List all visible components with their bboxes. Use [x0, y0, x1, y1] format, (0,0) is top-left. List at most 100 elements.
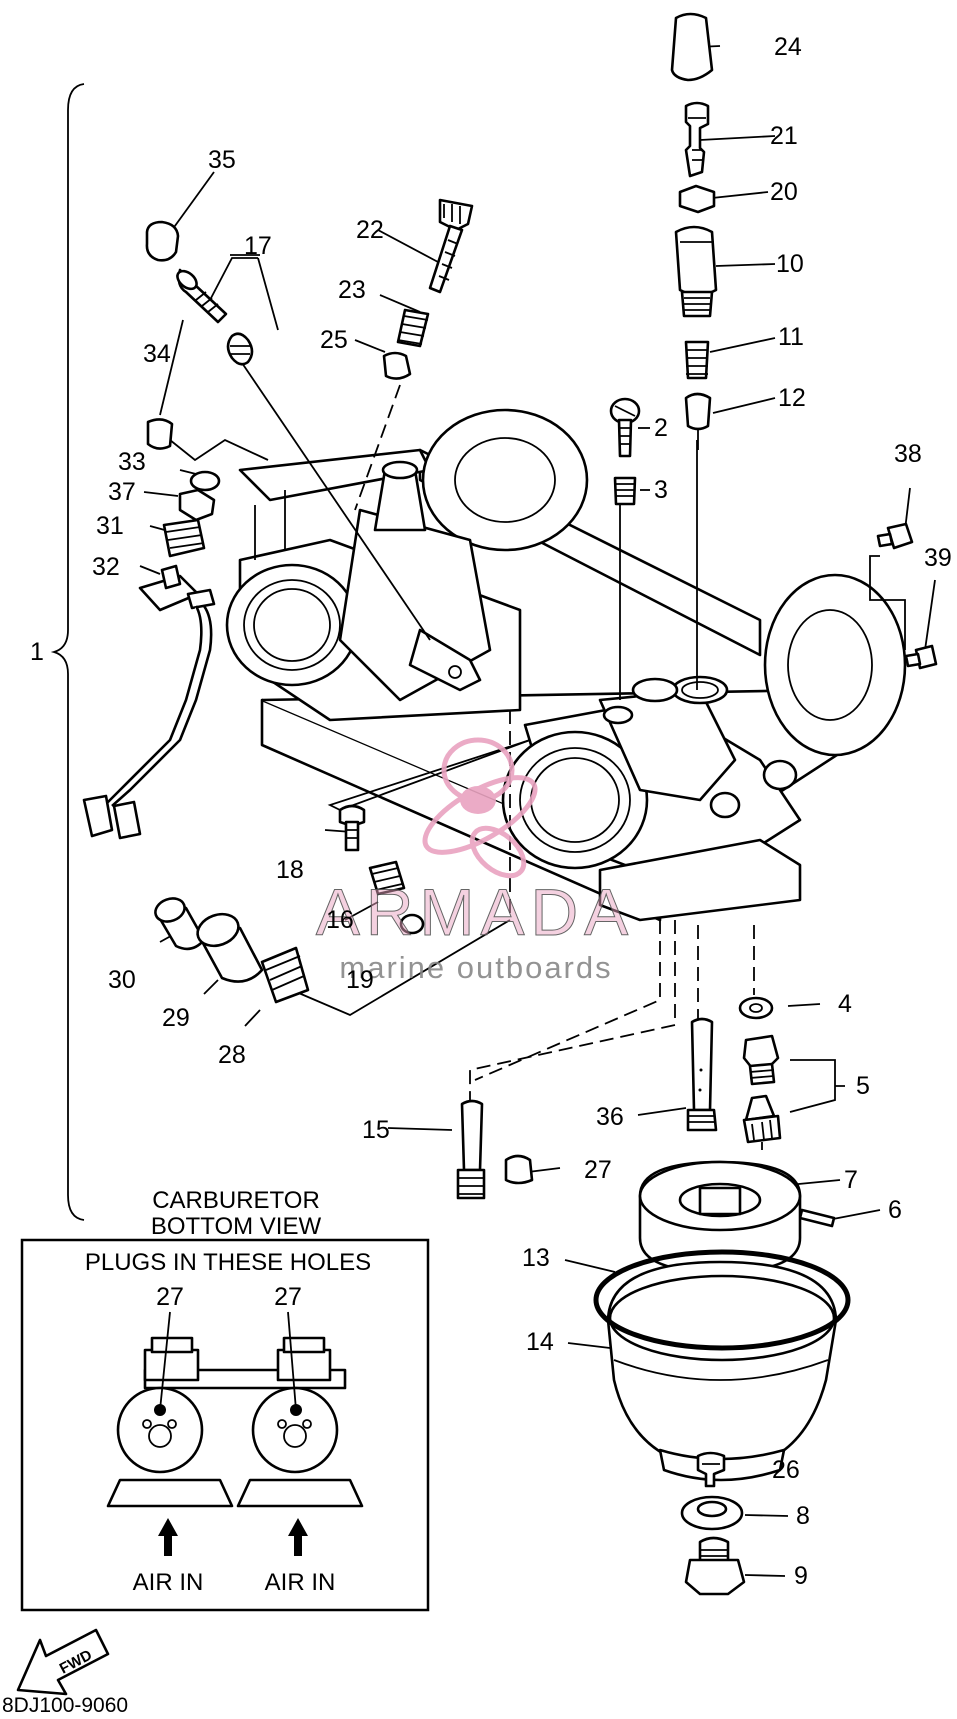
part-26-screw	[696, 1451, 726, 1488]
part-38-screw	[876, 522, 914, 550]
inset-arrow-right	[288, 1518, 308, 1556]
callout-39: 39	[924, 544, 952, 572]
part-37-nut	[178, 488, 216, 522]
part-35-cap	[145, 220, 180, 262]
callout-19: 19	[346, 966, 374, 994]
inset-carb-left	[106, 1311, 234, 1508]
callout-11: 11	[778, 323, 804, 351]
callout-22: 22	[356, 216, 384, 244]
inset-air-in-left: AIR IN	[133, 1569, 204, 1596]
inset-arrow-left	[158, 1518, 178, 1556]
watermark-brand: ARMADA	[316, 875, 634, 949]
inset-plug-label-left: 27	[156, 1283, 184, 1311]
callout-36: 36	[596, 1103, 624, 1131]
armada-watermark: ARMADA marine outboards	[315, 737, 634, 985]
callout-37: 37	[108, 478, 136, 506]
callout-8: 8	[796, 1502, 810, 1530]
callout-14: 14	[526, 1328, 554, 1356]
part-33-oring	[189, 470, 221, 492]
part-25-plug	[382, 351, 412, 380]
callout-6: 6	[888, 1196, 902, 1224]
part-12-needle	[684, 392, 712, 450]
callout-3: 3	[654, 476, 668, 504]
part-17-screw-spring	[176, 268, 254, 366]
inset-header: PLUGS IN THESE HOLES	[85, 1249, 371, 1276]
fwd-arrow-icon: FWD	[16, 1628, 110, 1696]
callout-38: 38	[894, 440, 922, 468]
callout-17: 17	[244, 232, 272, 260]
part-27-plug	[504, 1154, 534, 1185]
callout-35: 35	[208, 146, 236, 174]
part-28-spring	[260, 946, 310, 1004]
inset-title-line1: CARBURETOR	[152, 1187, 320, 1214]
part-31-spring	[162, 518, 206, 558]
callout-2: 2	[654, 414, 668, 442]
part-5-needle-seat	[742, 1034, 782, 1150]
inset-title-line2: BOTTOM VIEW	[151, 1213, 322, 1240]
callout-24: 24	[774, 33, 802, 61]
part-22-adjust-screw	[428, 198, 474, 294]
callout-20: 20	[770, 178, 798, 206]
part-16-spring	[368, 860, 406, 896]
callout-13: 13	[522, 1244, 550, 1272]
watermark-tagline: marine outboards	[339, 950, 612, 985]
callout-25: 25	[320, 326, 348, 354]
part-10-jet-holder	[674, 225, 718, 318]
drawing-code: 8DJ100-9060	[2, 1694, 128, 1717]
carburetor-body	[225, 408, 907, 922]
part-34-washer	[146, 418, 174, 450]
inset-air-in-right: AIR IN	[265, 1569, 336, 1596]
bottom-view-inset: CARBURETOR BOTTOM VIEW PLUGS IN THESE HO…	[20, 1187, 430, 1612]
callout-31: 31	[96, 512, 124, 540]
inset-plug-label-right: 27	[274, 1283, 302, 1311]
callout-23: 23	[338, 276, 366, 304]
part-float-ring	[638, 1160, 802, 1274]
part-11-spring	[684, 340, 710, 380]
callout-32: 32	[92, 553, 120, 581]
part-4-washer	[738, 996, 774, 1020]
callout-29: 29	[162, 1004, 190, 1032]
callout-labels: 1 35 17 22 23 25 34 33 37 31 32 24 21 20…	[30, 33, 952, 1590]
callout-16: 16	[326, 906, 354, 934]
part-39-screw	[904, 644, 938, 670]
callout-1: 1	[30, 638, 44, 666]
callout-28: 28	[218, 1041, 246, 1069]
part-23-spring	[396, 308, 430, 348]
part-24-cap	[670, 12, 714, 82]
inset-frame	[20, 1238, 430, 1612]
part-3-spring	[613, 476, 637, 506]
part-30-collar	[154, 897, 206, 951]
callout-4: 4	[838, 990, 852, 1018]
part-29-collar	[196, 912, 264, 983]
callout-12: 12	[778, 384, 806, 412]
part-9-drain-plug	[684, 1536, 746, 1596]
part-15-pilot-jet	[456, 1099, 486, 1200]
callout-34: 34	[143, 340, 171, 368]
part-18-screw	[338, 804, 366, 852]
callout-15: 15	[362, 1116, 390, 1144]
callout-18: 18	[276, 856, 304, 884]
propeller-logo	[422, 737, 538, 879]
callout-5: 5	[856, 1072, 870, 1100]
part-8-washer	[680, 1495, 744, 1531]
callout-30: 30	[108, 966, 136, 994]
part-6-pin	[798, 1208, 836, 1228]
callout-7: 7	[844, 1166, 858, 1194]
part-20-nut	[678, 184, 716, 214]
assembly-bracket	[50, 83, 85, 1221]
callout-21: 21	[770, 122, 798, 150]
leader-lines	[139, 45, 936, 1577]
callout-9: 9	[794, 1562, 808, 1590]
part-21-valve	[684, 101, 710, 178]
part-13-gasket	[593, 1249, 851, 1351]
inset-carb-right	[236, 1311, 364, 1508]
part-14-float-bowl	[606, 1260, 838, 1482]
part-2-screw	[609, 397, 641, 458]
callout-10: 10	[776, 250, 804, 278]
part-32-sensor	[82, 564, 216, 840]
callout-33: 33	[118, 448, 146, 476]
part-19-oring	[399, 913, 425, 935]
callout-26: 26	[772, 1456, 800, 1484]
callout-27: 27	[584, 1156, 612, 1184]
